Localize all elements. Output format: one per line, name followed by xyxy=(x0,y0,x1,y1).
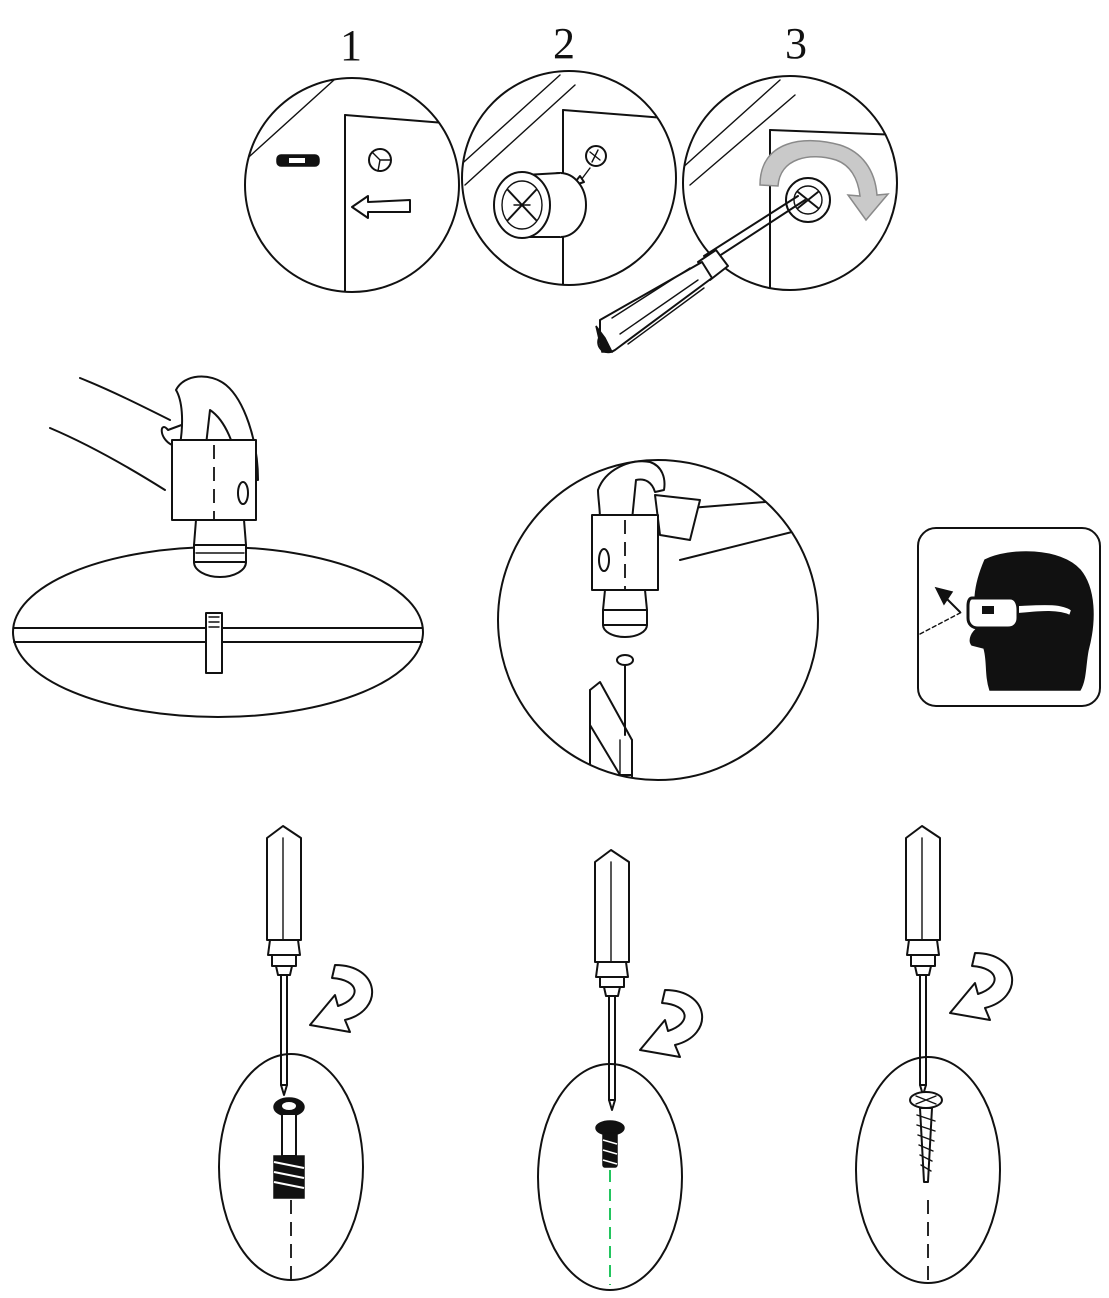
screwdriver-wood-screw-icon xyxy=(855,825,1013,1285)
safety-glasses-icon xyxy=(917,527,1101,707)
step-3-screwdriver-turn-icon xyxy=(595,75,898,354)
screwdriver-machine-screw-icon xyxy=(537,849,703,1291)
hammer-dowel-icon xyxy=(12,375,424,718)
step-1-dowel-icon xyxy=(244,77,460,293)
step-number-2: 2 xyxy=(553,19,575,68)
step-number-3: 3 xyxy=(785,19,807,68)
step-number-1: 1 xyxy=(340,21,362,70)
hammer-nail-icon xyxy=(497,459,819,781)
screwdriver-cam-bolt-icon xyxy=(218,825,373,1285)
step-2-cam-lock-icon xyxy=(461,70,677,286)
